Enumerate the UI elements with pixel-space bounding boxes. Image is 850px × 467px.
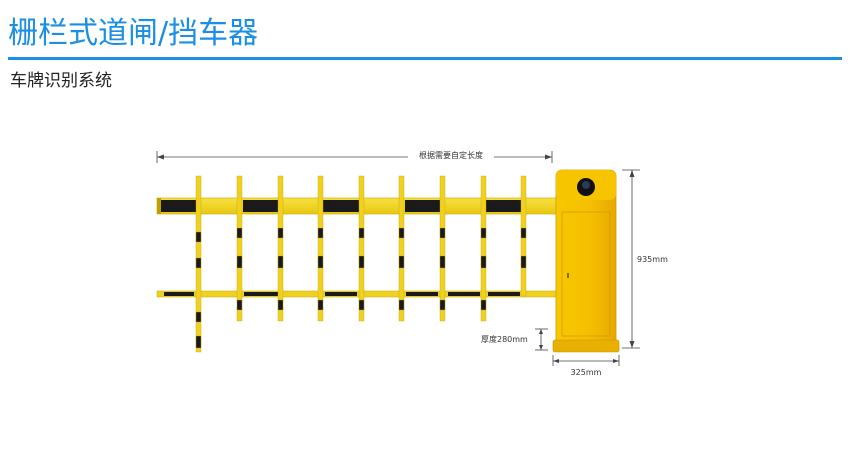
gate-cabinet (552, 169, 620, 353)
picket (236, 175, 243, 322)
length-dimension: 根据需要自定长度 (156, 149, 553, 163)
picket (398, 175, 405, 322)
height-dimension: 935mm (622, 169, 668, 349)
picket (277, 175, 284, 322)
width-label: 325mm (571, 368, 602, 377)
title-underline (8, 57, 842, 60)
picket (520, 175, 527, 297)
barrier-arm (156, 197, 558, 215)
picket (480, 175, 487, 322)
thickness-dimension: 厚度280mm (481, 328, 548, 351)
picket (439, 175, 446, 322)
length-label: 根据需要自定长度 (419, 150, 483, 160)
thickness-label: 厚度280mm (481, 334, 528, 344)
lower-rail (156, 290, 558, 298)
width-dimension: 325mm (552, 355, 620, 377)
picket (317, 175, 324, 322)
height-label: 935mm (637, 255, 668, 264)
page-title: 栅栏式道闸/挡车器 (8, 16, 259, 51)
picket (195, 175, 202, 353)
page-subtitle: 车牌识别系统 (10, 71, 112, 91)
fence-pickets (195, 175, 527, 353)
picket (358, 175, 365, 322)
